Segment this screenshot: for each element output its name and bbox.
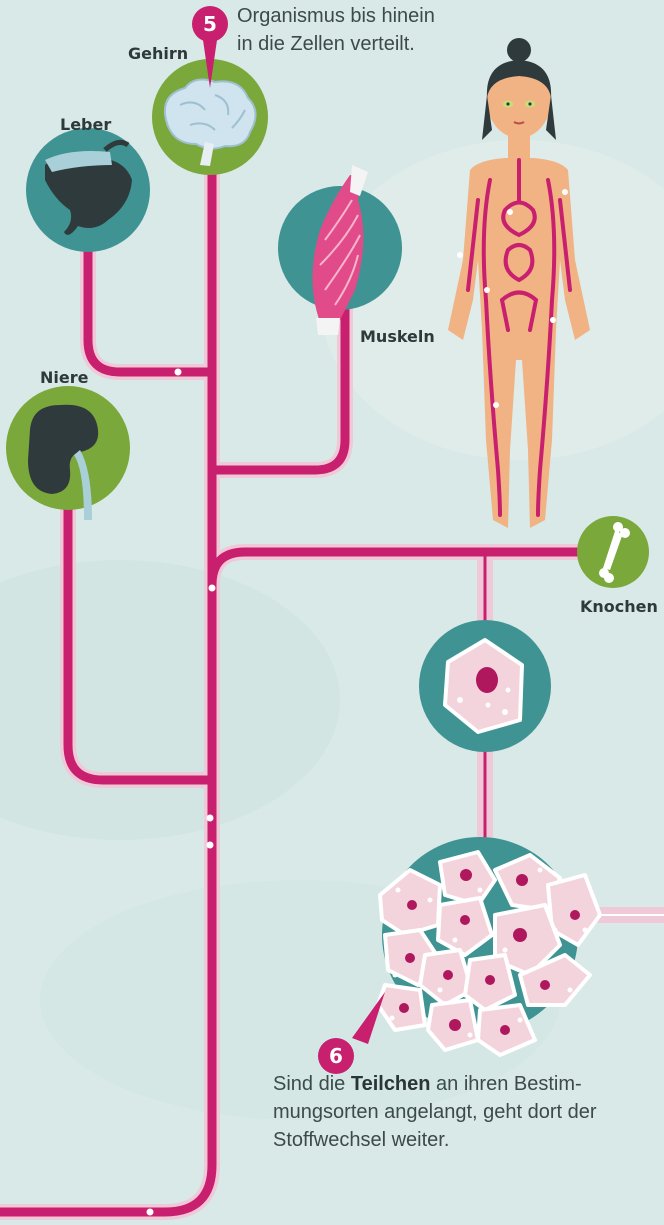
label-gehirn: Gehirn — [128, 44, 188, 63]
label-muskeln: Muskeln — [360, 327, 435, 346]
intro-line-1: Organismus bis hinein — [237, 2, 435, 30]
label-niere: Niere — [40, 368, 88, 387]
outro-text-end: an ihren Bestim- — [431, 1073, 582, 1095]
muscle-node — [278, 165, 402, 335]
outro-line-3: Stoffwechsel weiter. — [273, 1126, 663, 1154]
label-knochen: Knochen — [580, 597, 658, 616]
step-6-badge: 6 — [318, 1038, 354, 1074]
step-5-badge: 5 — [192, 6, 228, 42]
body-figure-icon — [448, 38, 590, 528]
intro-line-2: in die Zellen verteilt. — [237, 30, 435, 58]
outro-line-2: mungsorten angelangt, geht dort der — [273, 1098, 663, 1126]
bone-node — [577, 516, 649, 588]
outro-bold-term: Teilchen — [351, 1073, 431, 1095]
outro-text-start: Sind die — [273, 1073, 351, 1095]
cell-cluster-node — [352, 837, 600, 1055]
cell-node — [419, 620, 551, 752]
outro-line-1: Sind die Teilchen an ihren Bestim- — [273, 1070, 663, 1098]
intro-text: Organismus bis hinein in die Zellen vert… — [237, 2, 435, 58]
label-leber: Leber — [60, 115, 111, 134]
outro-text: Sind die Teilchen an ihren Bestim- mungs… — [273, 1070, 663, 1154]
step-6-pointer — [352, 992, 385, 1044]
kidney-node — [6, 386, 130, 520]
liver-node — [26, 128, 150, 252]
